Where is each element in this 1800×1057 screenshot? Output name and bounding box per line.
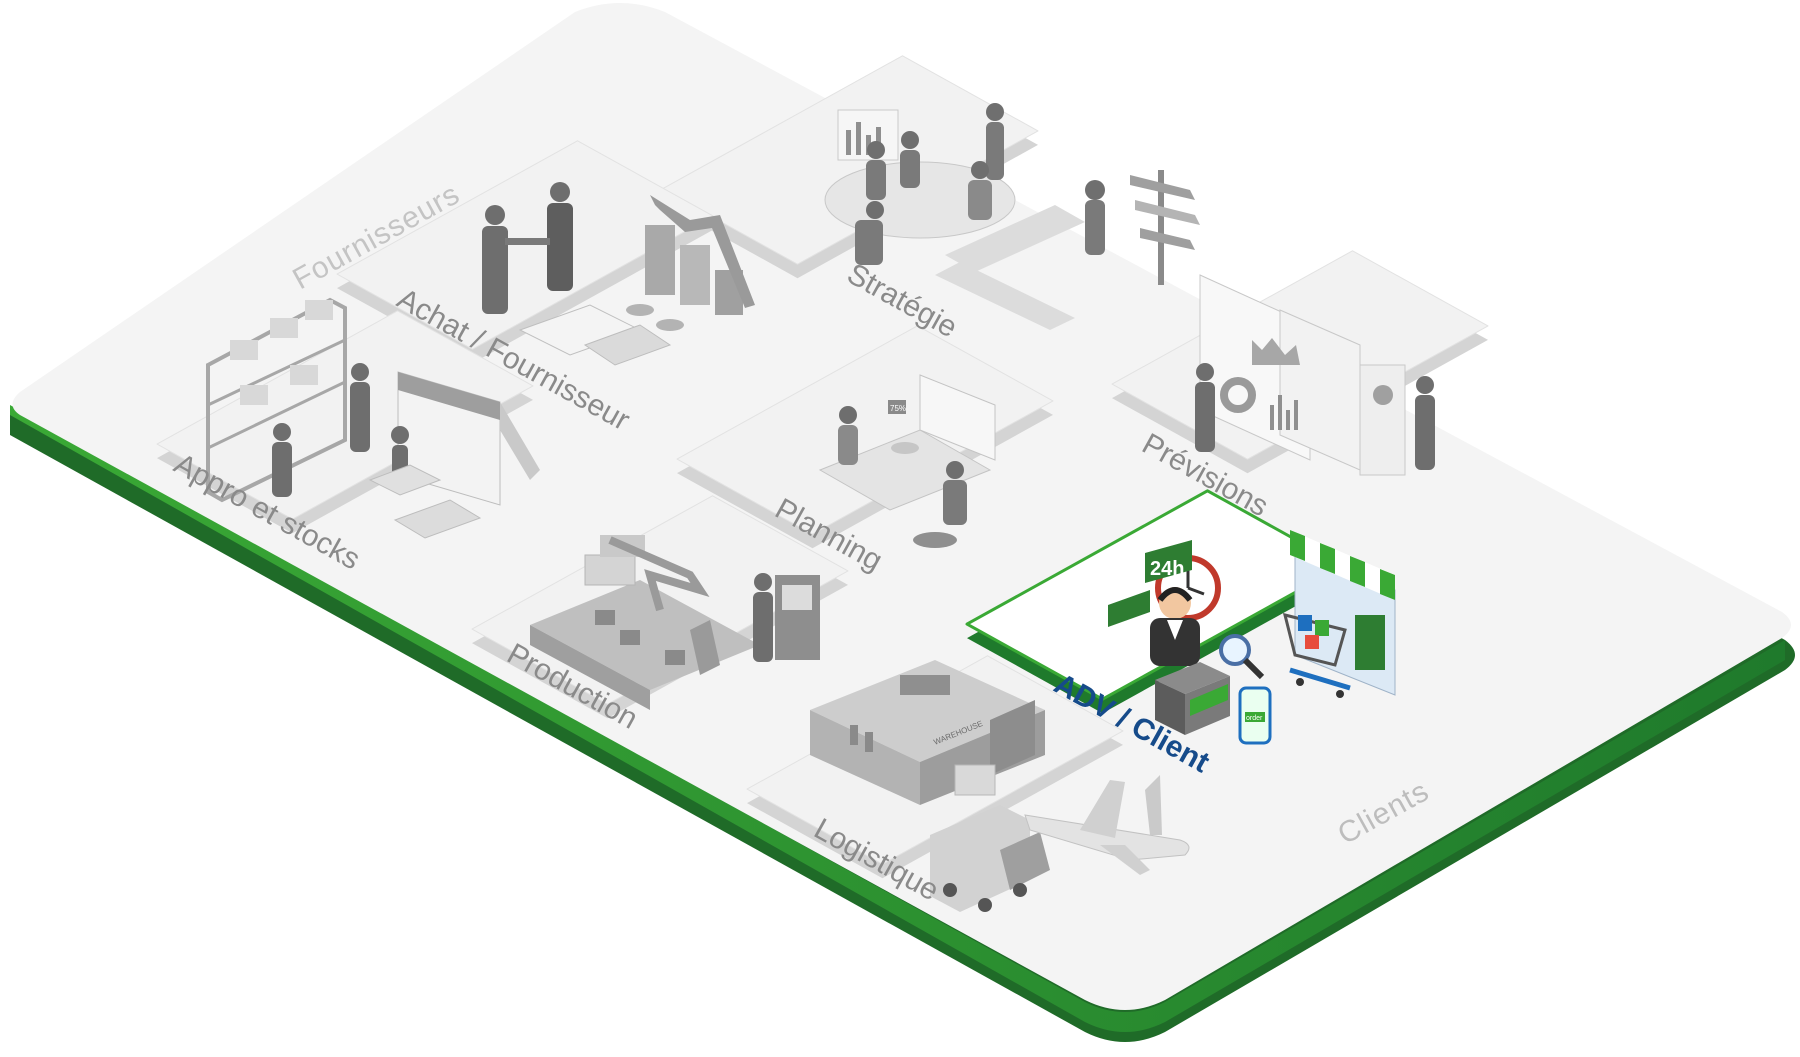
phone-order-label: order (1246, 715, 1263, 722)
illustration-strategie (824, 103, 1200, 330)
planning-chip-label: 75% (890, 404, 906, 413)
illustration-production (530, 535, 820, 710)
illustration-previsions (1195, 274, 1435, 476)
illustration-adv: 24h order (1108, 530, 1396, 745)
illustration-achat (482, 182, 755, 366)
hours-badge-label: 24h (1150, 558, 1184, 580)
base-platform-rim (10, 405, 1785, 1032)
illustration-appro (206, 297, 540, 539)
illustration-logistique: WAREHOUSE (810, 660, 1190, 912)
tile-planning-surface (676, 325, 1054, 535)
illustration-planning: 75% (818, 374, 996, 548)
